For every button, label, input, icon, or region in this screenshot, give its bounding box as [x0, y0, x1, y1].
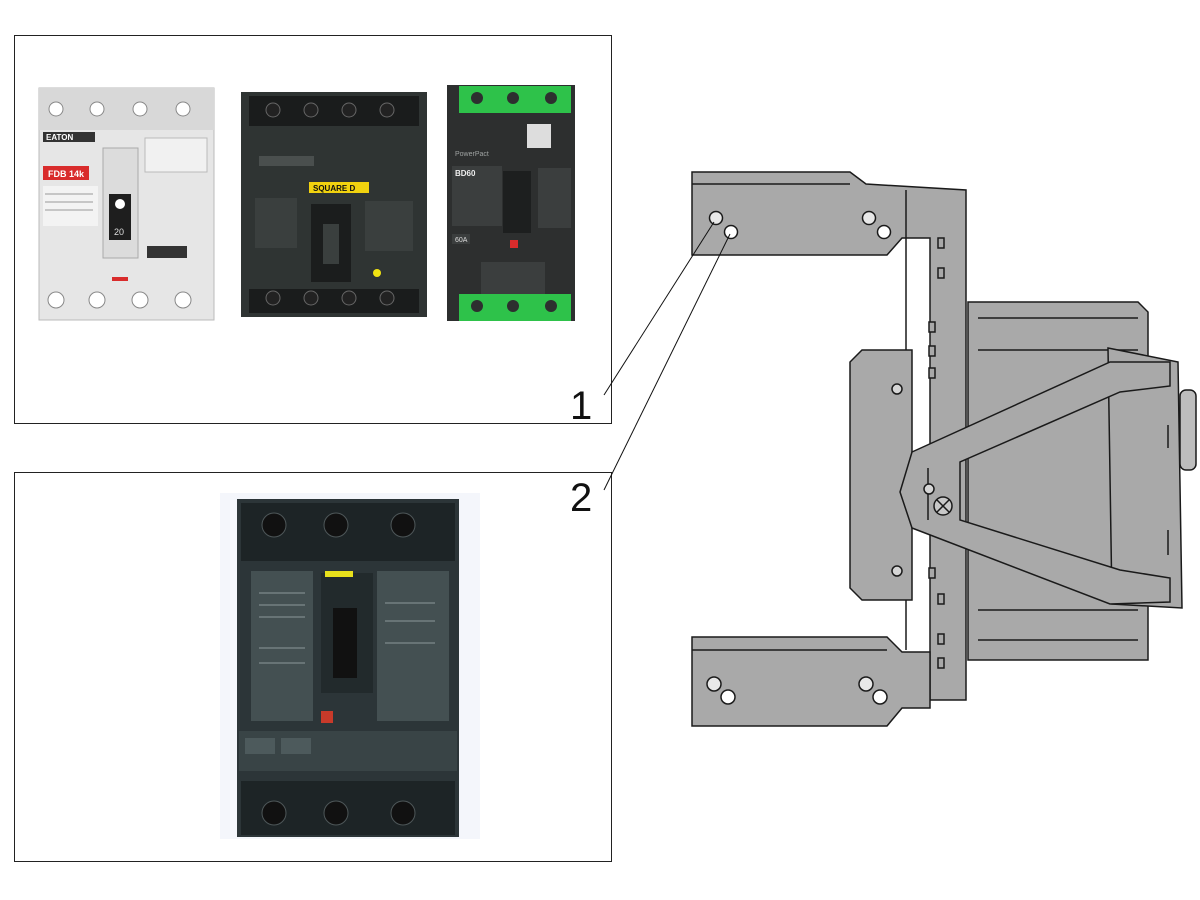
breaker-photo-bottom — [220, 493, 480, 839]
cam-plate — [899, 361, 1171, 605]
dark-breaker-image — [220, 493, 480, 839]
bottom-bracket-arm — [691, 636, 931, 727]
eaton-breaker-image: EATON FDB 14k 20 — [38, 87, 215, 321]
eaton-handle-rating: 20 — [114, 227, 124, 237]
powerpact-series-label: PowerPact — [455, 151, 489, 158]
breaker-photos-top: EATON FDB 14k 20 — [38, 85, 575, 321]
powerpact-breaker-image: PowerPact BD60 60A — [447, 85, 575, 321]
callout-number-1: 1 — [570, 384, 593, 428]
callout-leader-1 — [603, 221, 715, 396]
square-d-breaker-image: SQUARE D — [241, 92, 427, 317]
rear-mounting-plate — [849, 349, 913, 601]
breaker-body-block — [967, 301, 1197, 661]
breaker-examples-panel-top: EATON FDB 14k 20 — [14, 35, 612, 424]
square-d-brand-label: SQUARE D — [313, 184, 355, 193]
callout-leader-2 — [603, 233, 731, 491]
powerpact-model-label: BD60 — [455, 169, 476, 178]
eaton-brand-label: EATON — [46, 133, 73, 142]
powerpact-rating-label: 60A — [455, 237, 468, 244]
eaton-model-badge: FDB 14k — [48, 169, 85, 179]
breaker-examples-panel-bottom — [14, 472, 612, 862]
top-bracket-arm — [691, 171, 967, 701]
callout-number-2: 2 — [570, 476, 593, 520]
